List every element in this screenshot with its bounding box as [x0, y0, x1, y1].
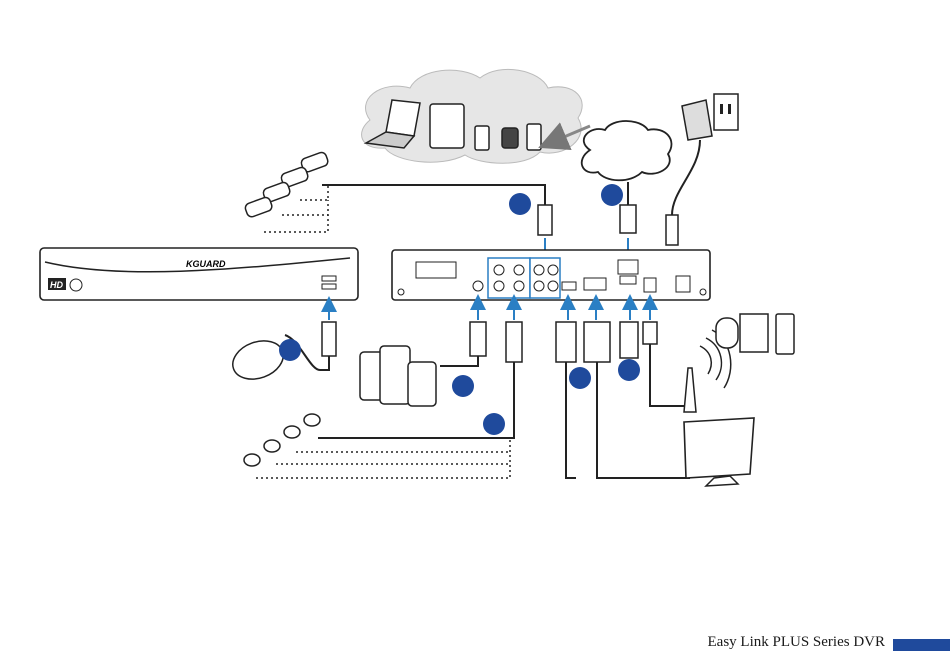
dvr-front-panel: HD KGUARD — [40, 248, 358, 300]
footer-accent-bar — [893, 639, 950, 651]
monitor-icon — [684, 418, 754, 486]
speakers-icon — [360, 346, 436, 406]
dvr-brand-logo: KGUARD — [186, 259, 226, 269]
step-badge — [569, 367, 591, 389]
step-badge — [601, 184, 623, 206]
power-adapter-icon — [682, 94, 738, 140]
footer-title: Easy Link PLUS Series DVR — [700, 634, 885, 651]
step-badge — [618, 359, 640, 381]
camera-group-top — [244, 151, 329, 218]
step-badge — [279, 339, 301, 361]
tablet-icon — [430, 104, 464, 148]
phone-icon — [527, 124, 541, 150]
mouse-icon — [227, 334, 288, 386]
step-badge — [452, 375, 474, 397]
step-badge — [509, 193, 531, 215]
step-badge — [483, 413, 505, 435]
phone-icon — [502, 128, 518, 148]
dvr-badge: HD — [50, 280, 63, 290]
internet-cloud — [582, 121, 672, 180]
sensors-icon — [716, 314, 794, 354]
dvr-rear-panel — [392, 250, 710, 300]
device-cloud — [362, 69, 583, 163]
camera-group-bottom — [244, 414, 320, 466]
phone-icon — [475, 126, 489, 150]
